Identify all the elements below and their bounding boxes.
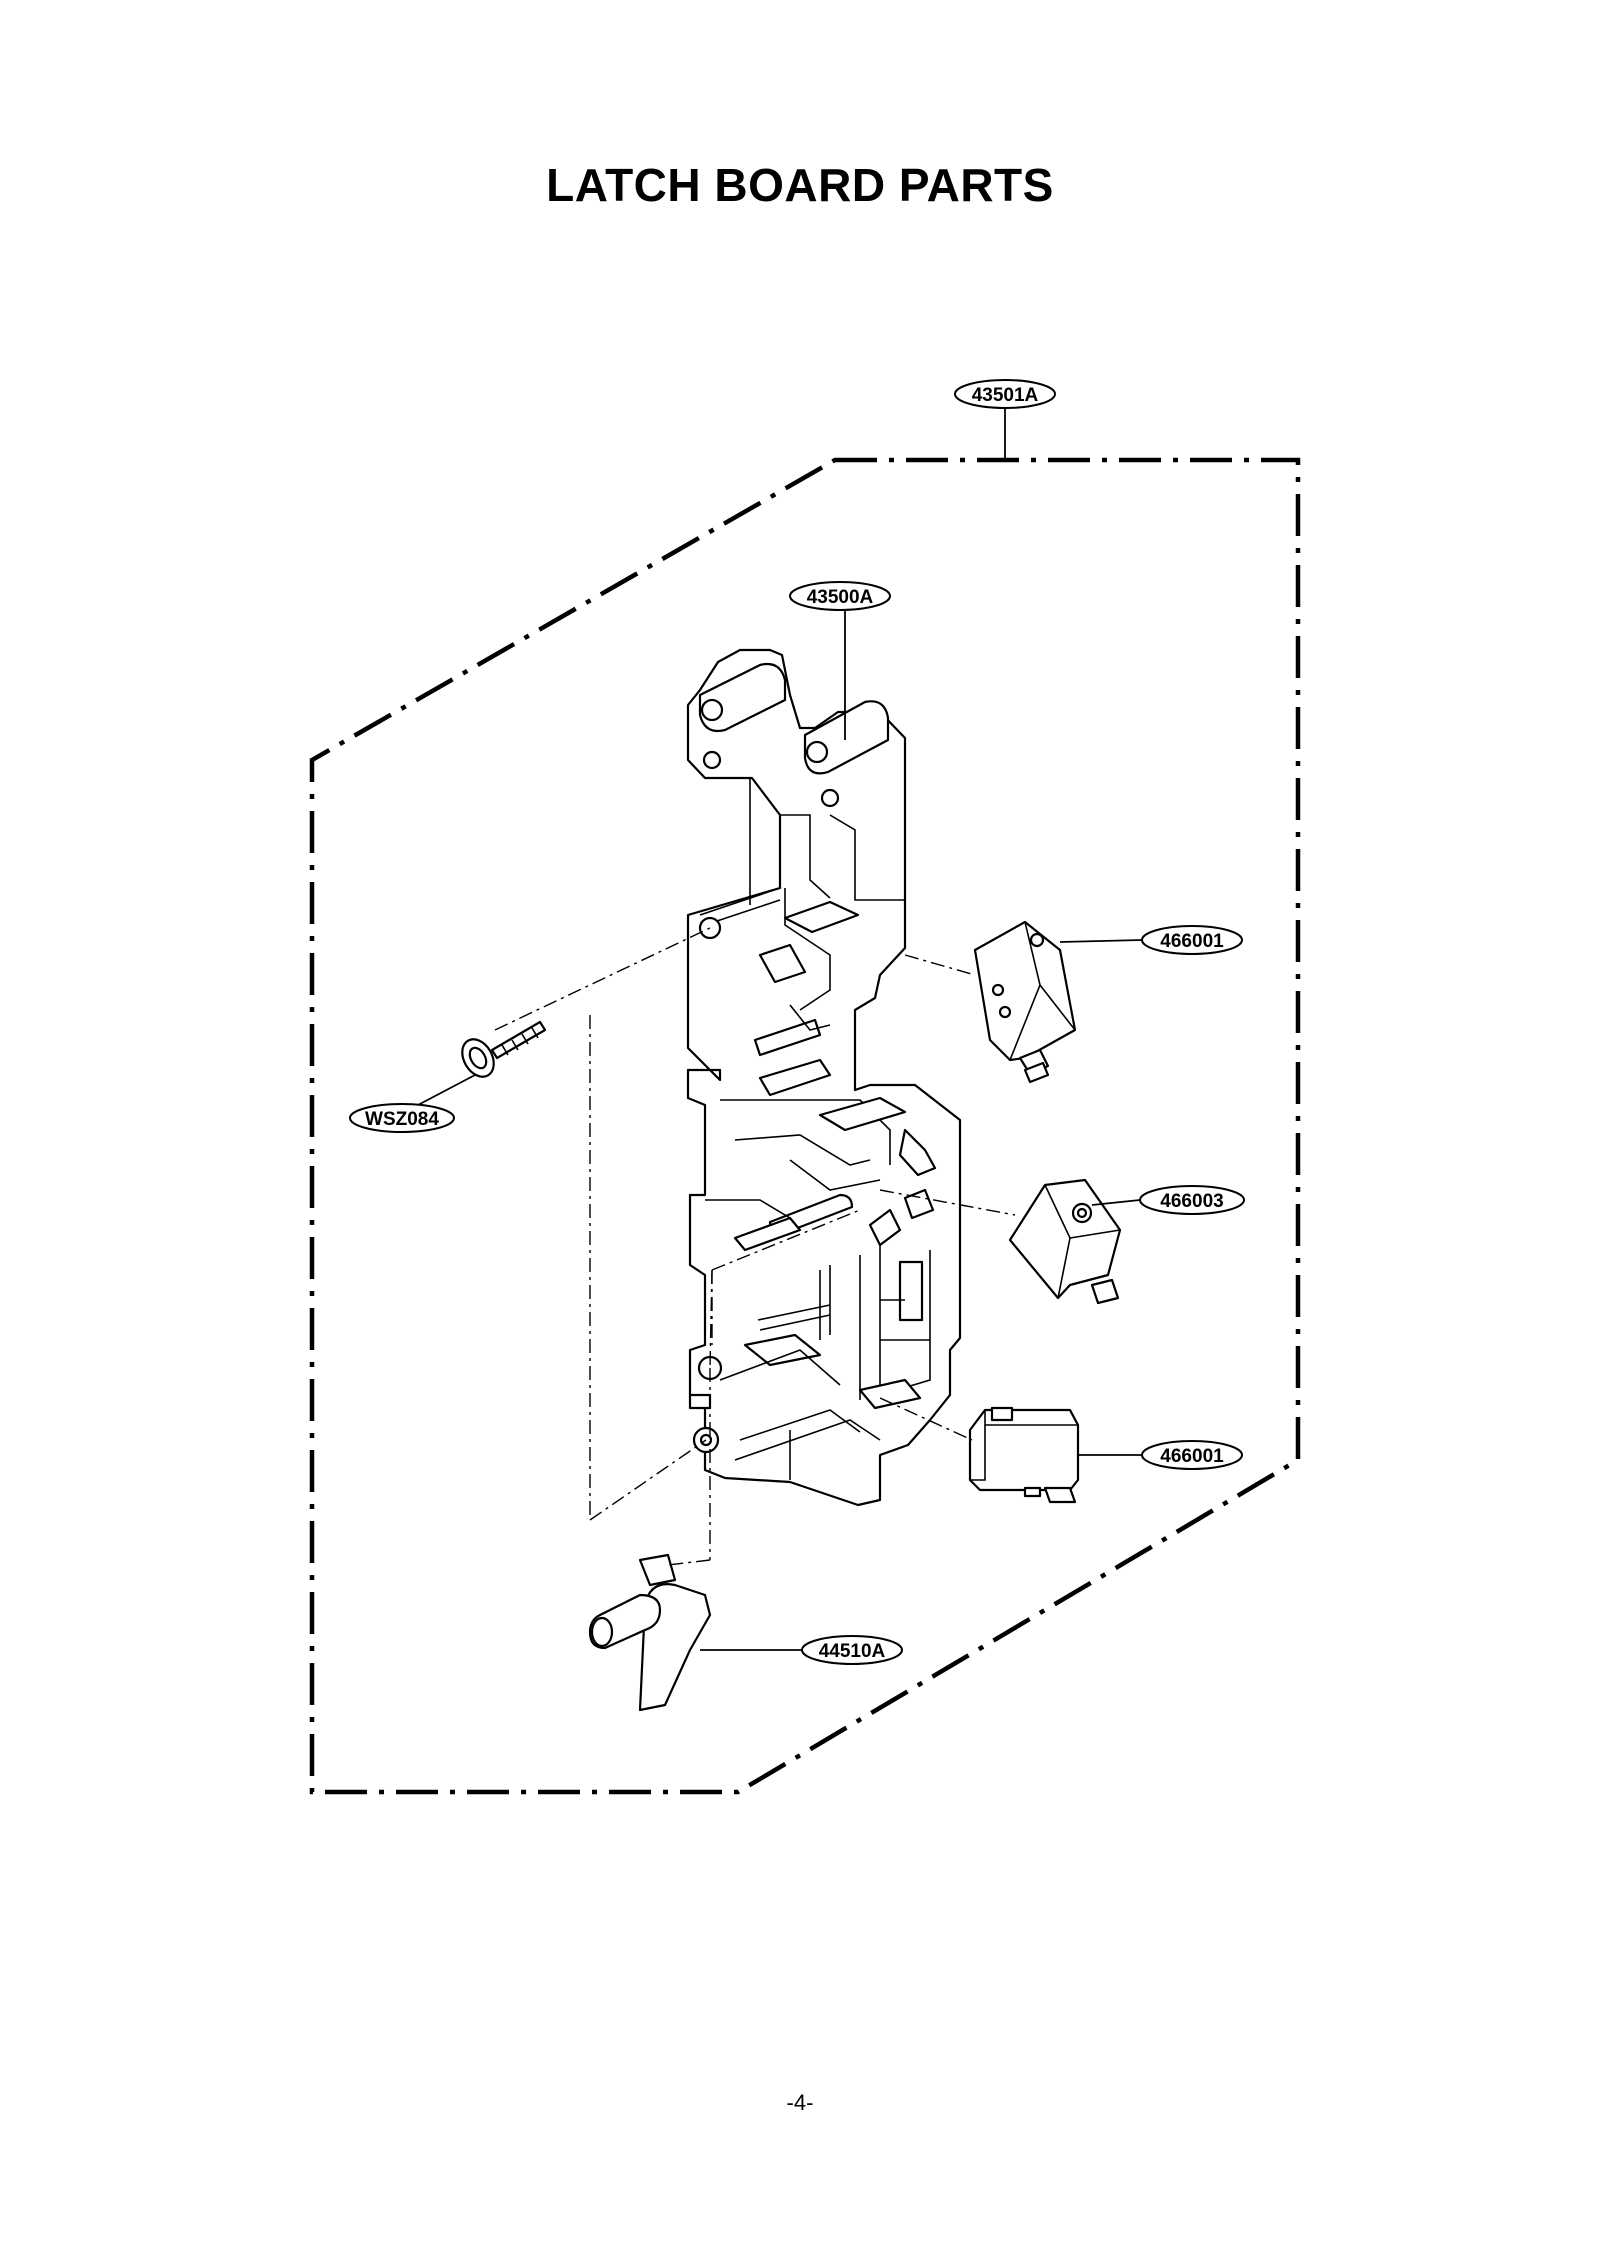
callout-label: WSZ084	[365, 1109, 439, 1130]
callout-lever: 44510A	[700, 1635, 903, 1665]
assembly-boundary	[309, 457, 1301, 1795]
screw	[461, 1020, 547, 1078]
callout-label: 466001	[1160, 931, 1224, 952]
callout-assembly: 43501A	[954, 379, 1056, 460]
callout-label: 466003	[1160, 1191, 1223, 1212]
callout-switch-middle: 466003	[1091, 1185, 1245, 1215]
page-title: LATCH BOARD PARTS	[546, 159, 1054, 211]
switch-middle	[1008, 1178, 1122, 1305]
callout-label: 44510A	[819, 1641, 886, 1662]
switch-bottom	[968, 1406, 1080, 1504]
page-number: -4-	[786, 2090, 814, 2115]
callout-label: 466001	[1160, 1446, 1224, 1467]
callout-latch-board: 43500A	[789, 581, 891, 740]
callout-label: 43501A	[972, 385, 1039, 406]
lever	[588, 1553, 712, 1712]
latch-board	[686, 648, 962, 1507]
switch-top	[973, 920, 1077, 1084]
assembly-guides	[494, 927, 1016, 1566]
callout-label: 43500A	[807, 587, 874, 608]
callout-switch-bottom: 466001	[1078, 1440, 1243, 1470]
callout-switch-top: 466001	[1059, 925, 1243, 955]
callout-screw: WSZ084	[349, 1074, 476, 1133]
